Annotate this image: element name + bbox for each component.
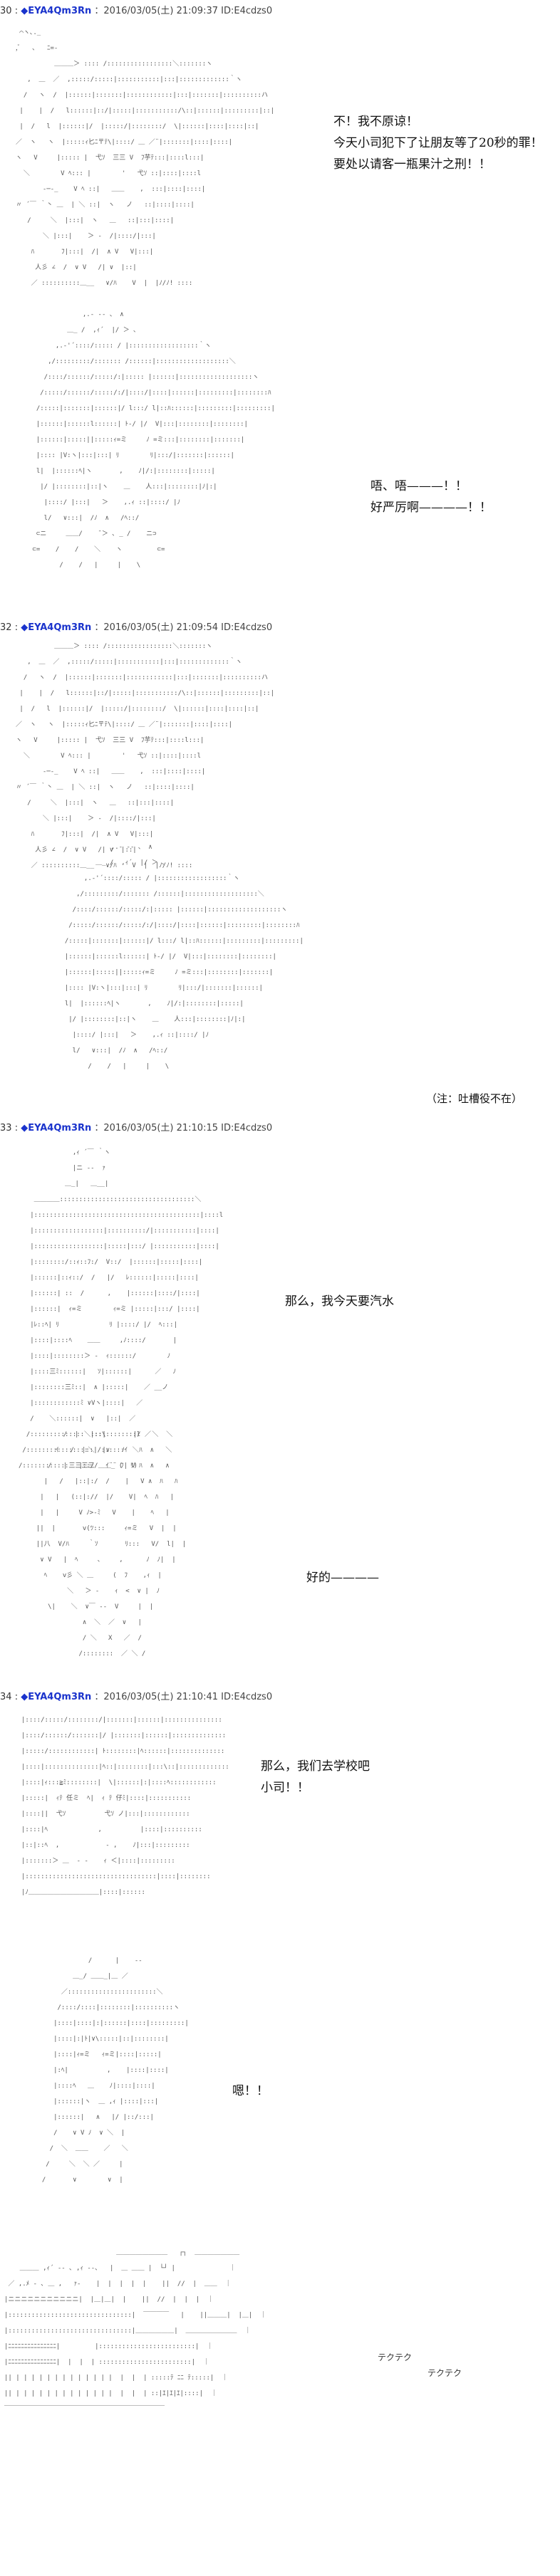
poster-name[interactable]: ◆EYA4Qm3Rn [21, 622, 92, 633]
ascii-art-girl-nodding: / | ‐- ＿_/ ＿＿_|＿ ／ ／::::::::::::::::::::… [34, 1957, 189, 2184]
post-meta: ：2016/03/05(土) 21:10:15 ID:E4cdzs0 [94, 1123, 273, 1133]
speech-block-1: 不！我不原谅！ 今天小司犯下了让朋友等了20秒的罪！ 要处以请客一瓶果汁之刑！！ [333, 111, 543, 175]
post-meta: ：2016/03/05(土) 21:09:37 ID:E4cdzs0 [94, 6, 273, 16]
post-header: 32 : ◆EYA4Qm3Rn ：2016/03/05(土) 21:09:54 … [0, 622, 273, 633]
poster-name[interactable]: ◆EYA4Qm3Rn [21, 6, 92, 16]
post-meta: ：2016/03/05(土) 21:09:54 ID:E4cdzs0 [94, 622, 273, 633]
post-number: 30 [0, 6, 12, 16]
post-number: 34 [0, 1692, 12, 1702]
speech-line: 好严厉啊————！！ [370, 501, 492, 515]
speech-block-2: 嗯！！ [232, 2080, 269, 2102]
speech-line: 那么，我今天要汽水 [285, 1294, 394, 1309]
poster-name[interactable]: ◆EYA4Qm3Rn [21, 1123, 92, 1133]
post-header: 30 : ◆EYA4Qm3Rn ：2016/03/05(土) 21:09:37 … [0, 6, 273, 16]
ascii-art-town-street: ＿＿＿＿＿＿＿＿ ┌┐ ＿＿＿＿＿＿＿ ＿＿＿ ,ｨ´ ‐- ､ ,ｨ ‐-､ … [4, 2249, 267, 2413]
ascii-art-girl-arms-crossed: ,ｨ ´￣ ｀ヽ |ニ ‐- ｧ ＿_| ＿__| ＿＿＿＿::::::::::… [19, 1149, 224, 1470]
speech-line: 要处以请客一瓶果汁之刑！！ [333, 157, 491, 172]
speech-line: 今天小司犯下了让朋友等了20秒的罪！ [333, 136, 543, 150]
post-header: 33 : ◆EYA4Qm3Rn ：2016/03/05(土) 21:10:15 … [0, 1123, 273, 1133]
ascii-art-girl-fist: ,.- ‐- 、 ∧ ＿_ / ,ｨ´ |/ ＞ ､ ,.‐'´::::/:::… [57, 844, 304, 1070]
speech-line: 好的———— [306, 1571, 379, 1585]
speech-line: 唔、唔———！！ [370, 479, 467, 493]
poster-name[interactable]: ◆EYA4Qm3Rn [21, 1692, 92, 1702]
post-number: 32 [0, 622, 12, 633]
speech-block-2: 好的———— [306, 1567, 379, 1588]
annotation-note: （注：吐槽役不在） [426, 1092, 523, 1105]
post-meta: ：2016/03/05(土) 21:10:41 ID:E4cdzs0 [94, 1692, 273, 1702]
speech-line: 不！我不原谅！ [333, 115, 418, 129]
ascii-art-girl-flustered: ,.- ‐- 、 ∧ ＿_ / ,ｨ´ |/ ＞ ､ ,.‐'´::::/:::… [28, 311, 275, 569]
speech-block-1: 那么，我今天要汽水 [285, 1291, 394, 1312]
sound-effect-2: テクテク [427, 2368, 462, 2378]
ascii-art-girl-pointing: ⌒ヽ､._ ,ﾞ ､ ﾆ=- ＿＿＿＞ :::: /::::::::::::::… [16, 29, 275, 287]
speech-block-2: 唔、唔———！！ 好严厉啊————！！ [370, 476, 492, 518]
post-number: 33 [0, 1123, 12, 1133]
sound-effect-1: テクテク [378, 2352, 413, 2362]
speech-block-1: 那么，我们去学校吧 小司！！ [261, 1756, 370, 1799]
speech-line: 嗯！！ [232, 2084, 269, 2098]
speech-line: 小司！！ [261, 1781, 309, 1795]
speech-line: 那么，我们去学校吧 [261, 1759, 370, 1774]
post-header: 34 : ◆EYA4Qm3Rn ：2016/03/05(土) 21:10:41 … [0, 1692, 273, 1702]
ascii-art-girl-pointing-repeat: ＿＿＿＞ :::: /:::::::::::::::::＼:::::::ヽ , … [16, 643, 275, 869]
ascii-art-girl-bowing: / | |::\::::::::l ＼ ＼ ｲ / |::|/::::::ｲ ﾊ… [28, 1431, 187, 1658]
ascii-art-girl-closeup: |::::/:::::/::::::::/|:::::::|::::::|:::… [21, 1717, 229, 1896]
